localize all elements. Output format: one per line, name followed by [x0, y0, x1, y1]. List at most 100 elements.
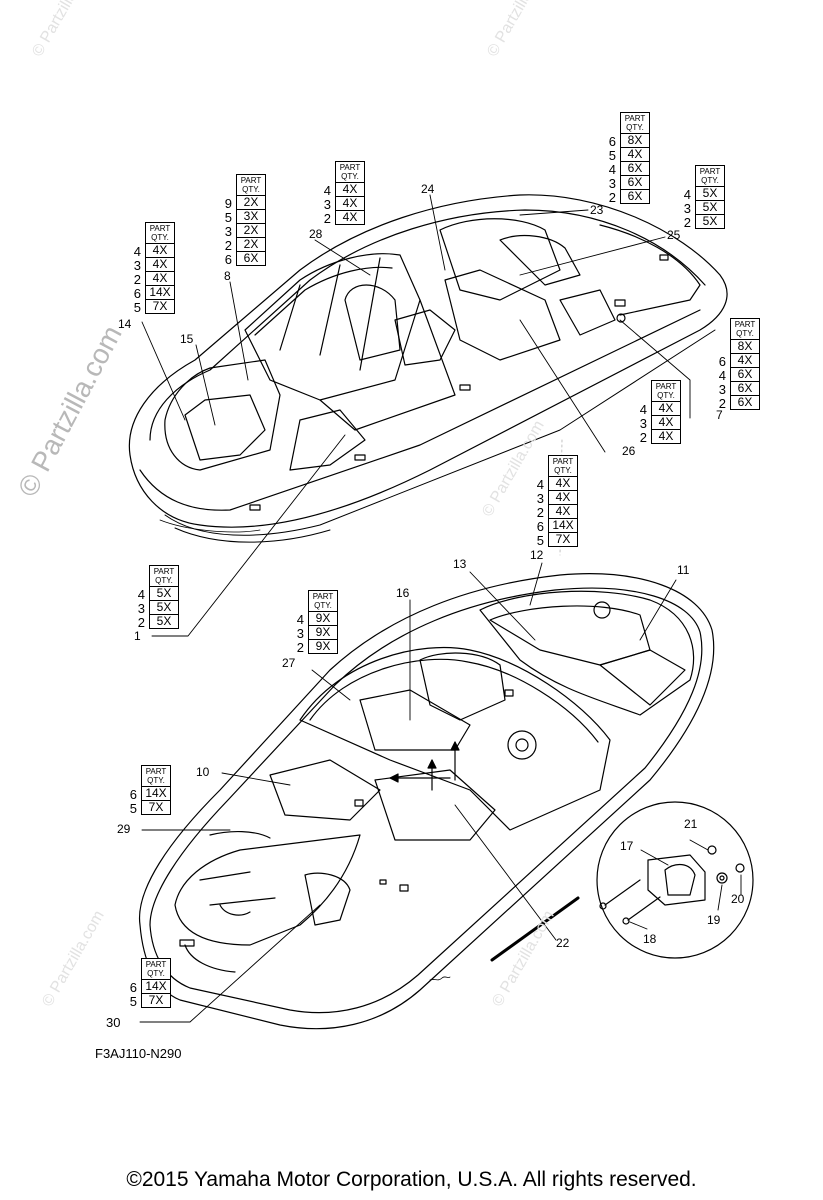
quantity-value: 5X: [695, 215, 725, 229]
part-number: 3: [224, 223, 232, 239]
callout-22[interactable]: 22: [556, 936, 570, 950]
quantity-value: 4X: [651, 402, 681, 416]
callout-13[interactable]: 13: [453, 557, 467, 571]
quantity-value: 14X: [145, 286, 175, 300]
part-number: 4: [608, 161, 616, 177]
part-number: 4: [639, 401, 647, 417]
quantity-value: 7X: [141, 801, 171, 815]
qty-table-row: 6 14X: [127, 285, 175, 301]
callout-18[interactable]: 18: [643, 932, 657, 946]
qty-table-row: 4 5X: [677, 186, 725, 202]
part-number: 3: [683, 200, 691, 216]
part-number: 5: [129, 993, 137, 1009]
callout-28[interactable]: 28: [309, 227, 323, 241]
callout-19[interactable]: 19: [707, 913, 721, 927]
quantity-value: 4X: [335, 197, 365, 211]
part-number: 6: [536, 518, 544, 534]
callout-8[interactable]: 8: [224, 269, 231, 283]
quantity-value: 14X: [141, 980, 171, 994]
callout-17[interactable]: 17: [620, 839, 634, 853]
callout-10[interactable]: 10: [196, 765, 210, 779]
quantity-value: 5X: [695, 187, 725, 201]
qty-table-row: 2 6X: [712, 395, 760, 411]
callout-23[interactable]: 23: [590, 203, 604, 217]
copyright-notice: ©2015 Yamaha Motor Corporation, U.S.A. A…: [126, 1168, 697, 1191]
part-number: 9: [224, 195, 232, 211]
quantity-value: 6X: [730, 368, 760, 382]
bottom-boat-drawing: [138, 573, 715, 1030]
quantity-value: 6X: [730, 396, 760, 410]
callout-7[interactable]: 7: [716, 408, 723, 422]
quantity-value: 14X: [141, 787, 171, 801]
callout-15[interactable]: 15: [180, 332, 194, 346]
part-number: 4: [137, 586, 145, 602]
callout-26[interactable]: 26: [622, 444, 636, 458]
quantity-value: 5X: [149, 601, 179, 615]
callout-16[interactable]: 16: [396, 586, 410, 600]
callout-21[interactable]: 21: [684, 817, 698, 831]
callout-11[interactable]: 11: [677, 563, 690, 577]
callout-1[interactable]: 1: [134, 629, 141, 643]
callout-30[interactable]: 30: [106, 1015, 121, 1030]
callout-25[interactable]: 25: [667, 228, 681, 242]
quantity-value: 4X: [730, 354, 760, 368]
callout-12[interactable]: 12: [530, 548, 544, 562]
quantity-value: 6X: [620, 190, 650, 204]
leader-lines: [139, 194, 742, 1023]
callout-20[interactable]: 20: [731, 892, 745, 906]
diagram-code: F3AJ110-N290: [95, 1046, 182, 1061]
quantity-value: 5X: [695, 201, 725, 215]
quantity-value: 7X: [145, 300, 175, 314]
part-number: 2: [224, 237, 232, 253]
part-number: 2: [323, 210, 331, 226]
part-number: 6: [718, 353, 726, 369]
quantity-value: 6X: [620, 162, 650, 176]
callout-24[interactable]: 24: [421, 182, 435, 196]
quantity-value: 4X: [548, 491, 578, 505]
quantity-value: 7X: [141, 994, 171, 1008]
part-number: 4: [296, 611, 304, 627]
part-number: 6: [133, 285, 141, 301]
callout-29[interactable]: 29: [117, 822, 131, 836]
part-number: 6: [608, 133, 616, 149]
part-number: 4: [683, 186, 691, 202]
callout-27[interactable]: 27: [282, 656, 296, 670]
part-number: 5: [129, 800, 137, 816]
quantity-value: 6X: [620, 176, 650, 190]
quantity-value: 4X: [620, 148, 650, 162]
quantity-value: 14X: [548, 519, 578, 533]
part-number: 2: [718, 395, 726, 411]
callout-14[interactable]: 14: [118, 317, 132, 331]
part-number: 3: [536, 490, 544, 506]
